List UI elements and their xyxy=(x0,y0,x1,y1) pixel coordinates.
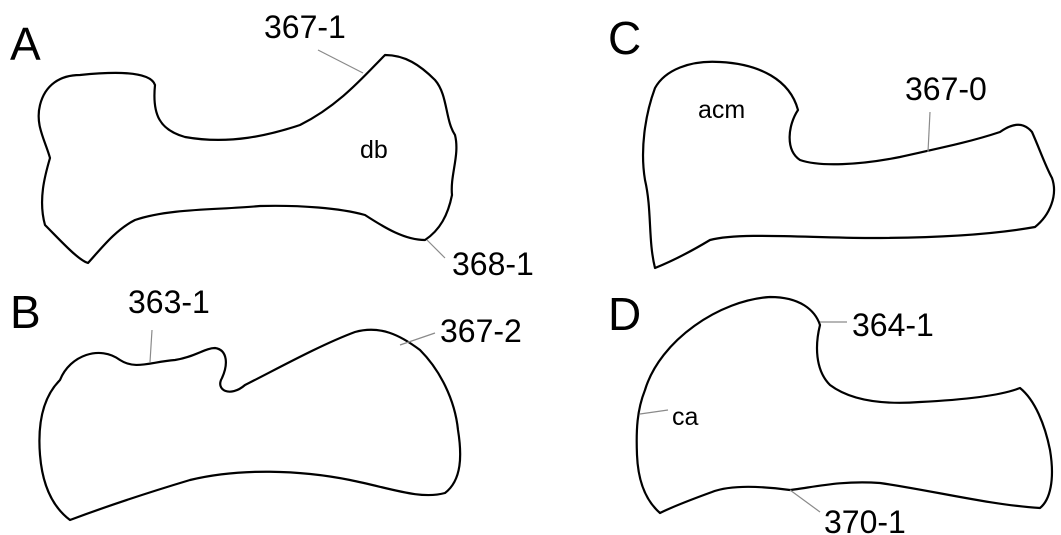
panel-b-outline xyxy=(38,328,462,522)
label-acm: acm xyxy=(698,96,745,124)
callout-368-1: 368-1 xyxy=(452,246,534,282)
leader-line-367-0 xyxy=(927,111,931,153)
leader-line-ca xyxy=(639,409,669,415)
panel-c-outline xyxy=(641,60,1056,270)
leader-line-370-1 xyxy=(789,489,821,513)
panel-d-letter: D xyxy=(608,288,641,340)
panel-a-letter: A xyxy=(10,18,41,70)
leader-line-367-2 xyxy=(399,332,436,346)
leader-line-367-1 xyxy=(317,49,364,74)
callout-367-1: 367-1 xyxy=(264,9,346,45)
callout-364-1: 364-1 xyxy=(852,307,934,343)
leader-line-363-1 xyxy=(149,329,153,363)
panel-c-letter: C xyxy=(608,12,641,64)
label-db: db xyxy=(360,136,388,164)
panel-a: A 367-1 368-1 db xyxy=(10,9,534,282)
panel-d-outline xyxy=(635,295,1054,515)
callout-370-1: 370-1 xyxy=(824,504,906,535)
callout-367-0: 367-0 xyxy=(905,71,987,107)
callout-367-2: 367-2 xyxy=(440,313,522,349)
panel-c: C 367-0 acm xyxy=(608,12,1056,270)
leader-line-368-1 xyxy=(426,239,446,259)
panel-d: D 364-1 370-1 ca xyxy=(608,288,1054,535)
callout-363-1: 363-1 xyxy=(128,284,210,320)
panel-a-outline xyxy=(37,53,458,265)
panel-b: B 363-1 367-2 xyxy=(10,284,522,522)
label-ca: ca xyxy=(672,403,699,431)
panel-b-letter: B xyxy=(10,286,41,338)
